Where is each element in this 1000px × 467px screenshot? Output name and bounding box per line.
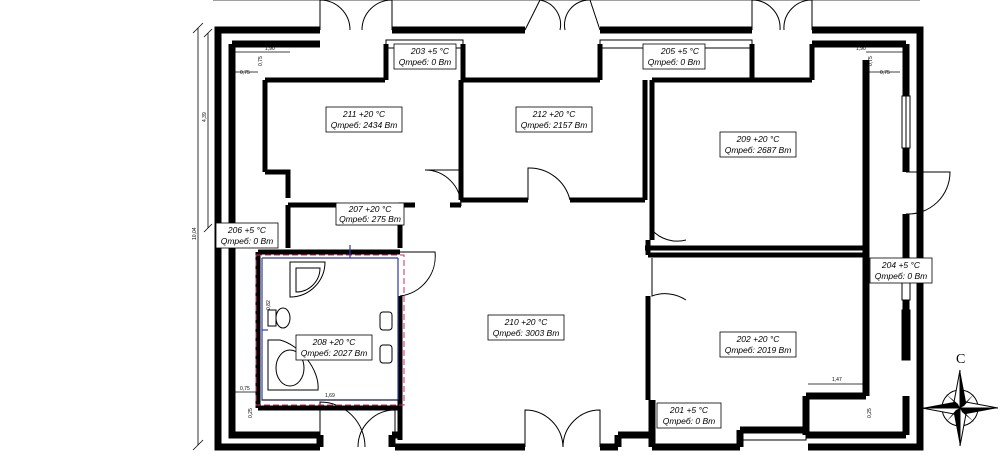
interior-walls bbox=[255, 44, 866, 440]
room-tag-206: 206 +5 °C Qтреб: 0 Вт bbox=[215, 222, 279, 249]
room-tag-205: 205 +5 °C Qтреб: 0 Вт bbox=[642, 43, 706, 70]
svg-text:206 +5 °C: 206 +5 °C bbox=[227, 225, 267, 235]
dim-right-offset-top: 0,75 bbox=[880, 70, 890, 76]
svg-text:Qтреб: 275 Вт: Qтреб: 275 Вт bbox=[339, 214, 401, 224]
svg-text:Qтреб: 0 Вт: Qтреб: 0 Вт bbox=[648, 57, 700, 67]
doors bbox=[319, 0, 951, 448]
svg-text:211 +20 °C: 211 +20 °C bbox=[342, 109, 386, 119]
north-compass: С bbox=[921, 352, 999, 447]
dim-bath-offset: 0,82 bbox=[266, 300, 272, 310]
svg-text:Qтреб: 3003 Вт: Qтреб: 3003 Вт bbox=[493, 328, 560, 338]
dim-small-top-left: 0,75 bbox=[258, 56, 264, 66]
svg-text:202 +20 °C: 202 +20 °C bbox=[736, 334, 781, 344]
toilet bbox=[275, 307, 291, 329]
compass-north-letter: С bbox=[956, 352, 965, 367]
overall-height-dimension: 10,04 bbox=[192, 227, 198, 240]
dim-bottom-left-offset: 0,75 bbox=[240, 386, 250, 392]
room-dimension-lines bbox=[232, 51, 906, 401]
room-tag-211: 211 +20 °C Qтреб: 2434 Вт bbox=[325, 106, 403, 133]
svg-text:201 +5 °C: 201 +5 °C bbox=[669, 405, 709, 415]
room-tag-201: 201 +5 °C Qтреб: 0 Вт bbox=[656, 402, 722, 429]
svg-text:Qтреб: 0 Вт: Qтреб: 0 Вт bbox=[221, 236, 273, 246]
svg-text:204 +5 °C: 204 +5 °C bbox=[881, 260, 921, 270]
overall-dimension-lines bbox=[192, 0, 920, 451]
dim-bath-width: 1,69 bbox=[325, 393, 335, 399]
sink-lower bbox=[379, 344, 393, 364]
bathroom-fixtures bbox=[267, 261, 393, 391]
svg-text:203 +5 °C: 203 +5 °C bbox=[410, 46, 450, 56]
svg-text:Qтреб: 0 Вт: Qтреб: 0 Вт bbox=[663, 416, 715, 426]
svg-text:Qтреб: 2027 Вт: Qтреб: 2027 Вт bbox=[301, 348, 368, 358]
svg-text:207 +20 °C: 207 +20 °C bbox=[348, 204, 393, 214]
exterior-walls bbox=[214, 26, 924, 451]
svg-text:Qтреб: 0 Вт: Qтреб: 0 Вт bbox=[399, 57, 451, 67]
svg-text:205 +5 °C: 205 +5 °C bbox=[660, 46, 700, 56]
dim-bottom-left-small: 0,25 bbox=[248, 408, 254, 418]
left-upper-height-dimension: 4,39 bbox=[202, 112, 208, 122]
room-tag-210: 210 +20 °C Qтреб: 3003 Вт bbox=[487, 314, 565, 341]
dim-small-top-right: 0,75 bbox=[868, 56, 874, 66]
svg-text:210 +20 °C: 210 +20 °C bbox=[504, 317, 549, 327]
svg-text:208 +20 °C: 208 +20 °C bbox=[312, 337, 357, 347]
svg-text:Qтреб: 2019 Вт: Qтреб: 2019 Вт bbox=[725, 345, 792, 355]
svg-text:Qтреб: 2157 Вт: Qтреб: 2157 Вт bbox=[521, 120, 588, 130]
dim-top-left-width: 1,90 bbox=[265, 46, 275, 52]
dim-top-right-width: 1,90 bbox=[856, 46, 866, 52]
svg-text:Qтреб: 0 Вт: Qтреб: 0 Вт bbox=[875, 271, 927, 281]
room-tag-207: 207 +20 °C Qтреб: 275 Вт bbox=[335, 202, 405, 226]
svg-text:Qтреб: 2687 Вт: Qтреб: 2687 Вт bbox=[725, 145, 792, 155]
svg-text:212 +20 °C: 212 +20 °C bbox=[532, 109, 577, 119]
room-tag-204: 204 +5 °C Qтреб: 0 Вт bbox=[869, 257, 933, 284]
room-tag-208: 208 +20 °C Qтреб: 2027 Вт bbox=[295, 334, 373, 361]
dim-left-offset-top: 0,75 bbox=[240, 70, 250, 76]
svg-text:209 +20 °C: 209 +20 °C bbox=[736, 134, 781, 144]
sink-upper bbox=[379, 311, 393, 331]
svg-text:Qтреб: 2434 Вт: Qтреб: 2434 Вт bbox=[331, 120, 398, 130]
room-tag-202: 202 +20 °C Qтреб: 2019 Вт bbox=[719, 331, 797, 358]
room-tag-212: 212 +20 °C Qтреб: 2157 Вт bbox=[515, 106, 593, 133]
dim-bottom-right-small: 0,25 bbox=[867, 408, 873, 418]
room-tag-203: 203 +5 °C Qтреб: 0 Вт bbox=[393, 43, 457, 70]
room-tag-209-upper: 209 +20 °C Qтреб: 2687 Вт bbox=[719, 131, 797, 158]
dim-right-bottom-width: 1,47 bbox=[832, 377, 842, 383]
